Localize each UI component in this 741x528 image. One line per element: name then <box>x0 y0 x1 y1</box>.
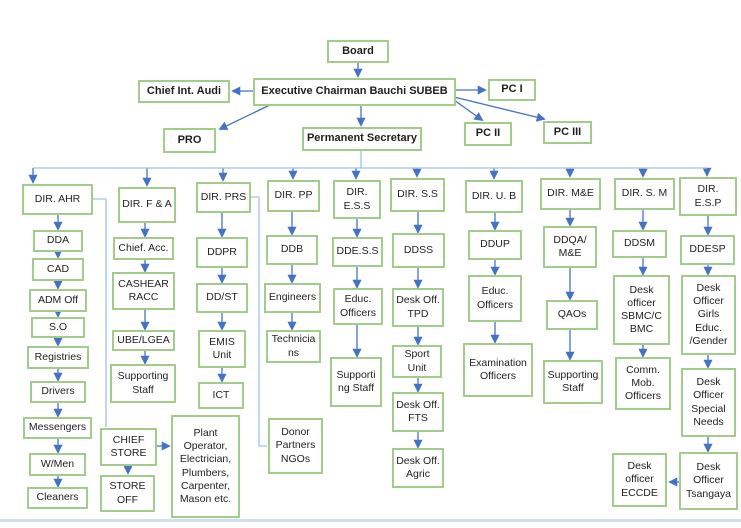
node-plant-operators: Plant Operator, Electrician, Plumbers, C… <box>171 415 240 518</box>
node-adm-off: ADM Off <box>29 289 87 312</box>
node-technicians: Technicians <box>266 330 321 363</box>
node-desk-officer-eccde: Desk officer ECCDE <box>612 453 667 507</box>
node-supporting-staff-me: Supporting Staff <box>543 360 603 404</box>
node-drivers: Drivers <box>30 381 86 403</box>
node-cleaners: Cleaners <box>27 487 88 509</box>
node-dir-ub: DIR. U. B <box>465 180 523 213</box>
node-engineers: Engineers <box>264 283 321 313</box>
node-desk-officer-sbmc: Desk officer SBMC/C BMC <box>613 275 670 345</box>
node-executive-chairman: Executive Chairman Bauchi SUBEB <box>253 78 456 106</box>
node-dir-pp: DIR. PP <box>267 180 320 212</box>
node-cashear-racc: CASHEAR RACC <box>112 272 175 310</box>
node-ddss: DDSS <box>392 233 445 268</box>
node-sport-unit: Sport Unit <box>392 345 442 378</box>
node-store-off: STORE OFF <box>100 475 155 512</box>
node-dd-st: DD/ST <box>196 283 248 313</box>
page-edge-line <box>0 519 741 522</box>
node-dir-prs: DIR. PRS <box>196 182 251 213</box>
node-dir-ss: DIR. S.S <box>390 178 445 212</box>
node-chief-store: CHIEF STORE <box>100 428 157 466</box>
node-dir-esp: DIR. E.S.P <box>679 177 737 216</box>
node-desk-off-agric: Desk Off. Agric <box>392 448 444 488</box>
node-desk-officer-tsangaya: Desk Officer Tsangaya <box>679 452 738 510</box>
node-emis-unit: EMIS Unit <box>198 330 246 368</box>
node-board: Board <box>327 40 389 63</box>
node-chief-int-audi: Chief Int. Audi <box>138 80 230 103</box>
node-dir-ahr: DIR. AHR <box>22 184 93 215</box>
node-dir-sm: DIR. S. M <box>614 178 675 210</box>
node-ddpr: DDPR <box>196 237 248 268</box>
node-registries: Registries <box>27 346 89 369</box>
node-exam-officers: Examination Officers <box>463 343 533 397</box>
node-dda: DDA <box>33 230 83 252</box>
node-ddup: DDUP <box>468 230 522 260</box>
node-desk-officer-special: Desk Officer Special Needs <box>681 368 736 437</box>
node-cad: CAD <box>32 258 84 281</box>
node-ddesp: DDESP <box>680 235 735 265</box>
node-donor-partners: Donor Partners NGOs <box>268 418 323 474</box>
node-desk-off-fts: Desk Off. FTS <box>392 392 444 432</box>
node-comm-mob-officers: Comm. Mob. Officers <box>615 357 671 410</box>
node-so: S.O <box>31 317 85 338</box>
node-pc-i: PC I <box>488 79 536 101</box>
node-ict: ICT <box>198 382 244 409</box>
node-ddsm: DDSM <box>612 230 667 258</box>
node-qaos: QAOs <box>546 300 598 330</box>
node-dir-fa: DIR. F & A <box>118 187 176 223</box>
node-dir-me: DIR. M&E <box>540 178 601 210</box>
node-chief-acc: Chief. Acc. <box>113 237 174 260</box>
node-supporting-staff-fa: Supporting Staff <box>110 364 176 403</box>
node-supporting-staff-ess: Supporting Staff <box>330 357 382 407</box>
node-pro: PRO <box>163 128 216 153</box>
node-messengers: Messengers <box>23 417 92 439</box>
node-ddb: DDB <box>266 235 318 265</box>
node-ddess: DDE.S.S <box>332 237 383 267</box>
node-ube-lgea: UBE/LGEA <box>112 330 175 351</box>
node-wmen: W/Men <box>29 453 86 476</box>
node-educ-officers-ess: Educ. Officers <box>333 288 383 325</box>
node-ddqa-me: DDQA/ M&E <box>543 226 597 268</box>
node-pc-iii: PC III <box>543 121 592 144</box>
node-educ-officers-ub: Educ. Officers <box>468 275 522 322</box>
node-desk-off-tpd: Desk Off. TPD <box>392 288 444 327</box>
node-permanent-secretary: Permanent Secretary <box>302 127 422 151</box>
node-desk-officer-girls: Desk Officer Girls Educ. /Gender <box>681 275 736 355</box>
node-dir-ess: DIR. E.S.S <box>333 180 381 219</box>
node-pc-ii: PC II <box>464 122 512 146</box>
